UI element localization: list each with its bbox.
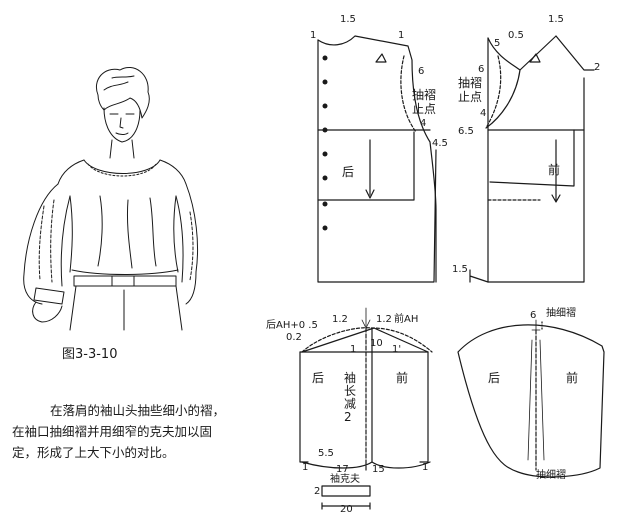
description-line-1: 在落肩的袖山头抽些细小的褶， <box>50 403 226 418</box>
sleeve-draft <box>299 307 433 510</box>
bodice-pattern <box>317 35 595 283</box>
dim-back-neck-rise: 1 <box>310 30 317 41</box>
dim-back-armhole-in: 4 <box>420 118 427 129</box>
dim-front-chest: 6.5 <box>458 126 474 137</box>
bodice-back-outline <box>317 39 437 283</box>
gathered-sleeve-front-label: 前 <box>566 371 579 385</box>
dim-cuff-one-left: 1 <box>302 462 309 473</box>
dim-front-shoulder: 2 <box>594 62 601 73</box>
dim-cuff-gap-left: 5.5 <box>318 448 334 459</box>
dim-cuff-half-left: 17 <box>336 464 349 475</box>
gather-top-label: 抽细褶 <box>546 308 576 319</box>
dim-hem-rise: 1.5 <box>452 264 468 275</box>
dim-front-neck-width: 1.5 <box>548 14 564 25</box>
dim-front-armhole-in: 4 <box>480 108 487 119</box>
dim-front-neck-drop-b: 0.5 <box>508 30 524 41</box>
dim-cap-one: 1 <box>350 344 357 355</box>
bodice-front-outline <box>487 37 585 283</box>
gather-bottom-label: 抽细褶 <box>536 470 566 481</box>
fashion-sketch-illustration <box>23 67 198 331</box>
bodice-back-label: 后 <box>342 165 355 179</box>
sleeve-back-label: 后 <box>312 371 325 385</box>
dim-cuff-half-right: 15 <box>372 464 385 475</box>
gather-stop-front: 抽褶 止点 <box>458 76 483 104</box>
cuff-piece <box>321 485 371 497</box>
dim-back-side: 4.5 <box>432 138 448 149</box>
sleeve-front-ah: 前AH <box>394 314 419 325</box>
description-line-3: 定，形成了上大下小的对比。 <box>12 445 175 460</box>
gathered-sleeve-back-label: 后 <box>488 371 501 385</box>
dim-cuff-one-right: 1 <box>422 462 429 473</box>
dim-front-neck-drop-a: 5 <box>494 38 501 49</box>
description-line-2: 在袖口抽细褶并用细窄的克夫加以固 <box>12 424 213 439</box>
dim-back-armhole: 6 <box>418 66 425 77</box>
dim-back-shoulder-end: 1 <box>398 30 405 41</box>
dim-cap-one-prime: 1' <box>392 344 402 355</box>
figure-caption: 图3-3-10 <box>62 347 118 362</box>
gathered-sleeve <box>457 319 605 478</box>
sleeve-back-ah: 后AH+0 .5 <box>266 320 318 331</box>
gather-top-dim: 6 <box>530 310 537 321</box>
dim-left-cap: 1.2 <box>332 314 348 325</box>
gather-stop-back: 抽褶 止点 <box>412 88 437 116</box>
dim-back-neck-width: 1.5 <box>340 14 356 25</box>
dim-cuff-height: 2 <box>314 486 321 497</box>
sleeve-length-note: 袖 长 减 2 <box>344 371 357 424</box>
dim-cap-height: 10 <box>370 338 383 349</box>
dim-right-cap: 1.2 <box>376 314 392 325</box>
dim-cuff-length: 20 <box>340 504 353 515</box>
cuff-label: 袖克夫 <box>330 474 360 485</box>
sleeve-front-label: 前 <box>396 371 409 385</box>
dim-front-armhole: 6 <box>478 64 485 75</box>
dim-cap-offset: 0.2 <box>286 332 302 343</box>
bodice-front-label: 前 <box>548 163 561 177</box>
